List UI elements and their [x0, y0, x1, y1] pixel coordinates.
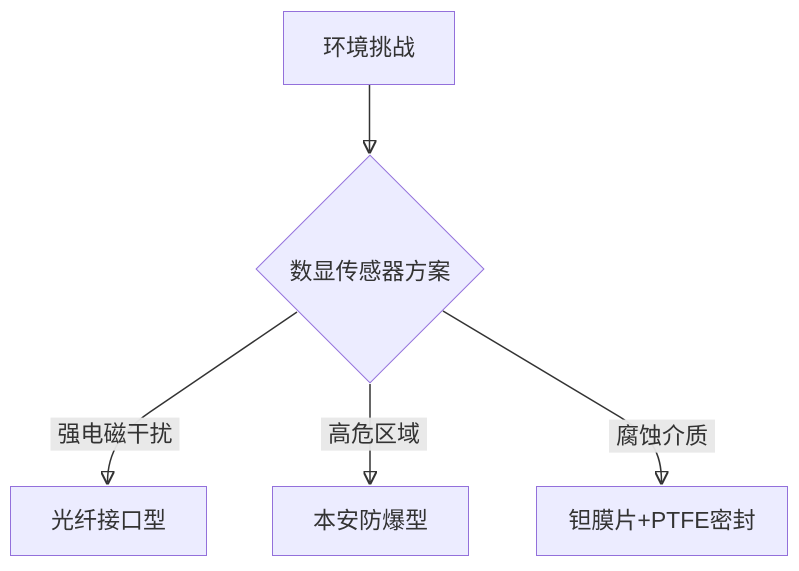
node-fiber-interface: 光纤接口型: [10, 486, 207, 556]
node-intrinsically-safe: 本安防爆型: [272, 486, 469, 556]
edge-decision-to-fiber: [108, 311, 298, 482]
node-fiber-interface-label: 光纤接口型: [51, 507, 166, 534]
node-environment-challenge-label: 环境挑战: [323, 34, 415, 61]
decision-diamond-label: 数显传感器方案: [289, 258, 451, 284]
node-tantalum-ptfe-seal-label: 钽膜片+PTFE密封: [568, 507, 756, 534]
node-tantalum-ptfe-seal: 钽膜片+PTFE密封: [536, 486, 788, 556]
edge-label-corrosive-medium: 腐蚀介质: [609, 419, 715, 453]
edge-decision-to-tantalum: [442, 310, 662, 482]
edge-label-hazardous-area: 高危区域: [321, 417, 427, 451]
node-intrinsically-safe-label: 本安防爆型: [313, 507, 428, 534]
edge-label-emi-interference: 强电磁干扰: [50, 417, 180, 451]
node-environment-challenge: 环境挑战: [283, 11, 455, 85]
